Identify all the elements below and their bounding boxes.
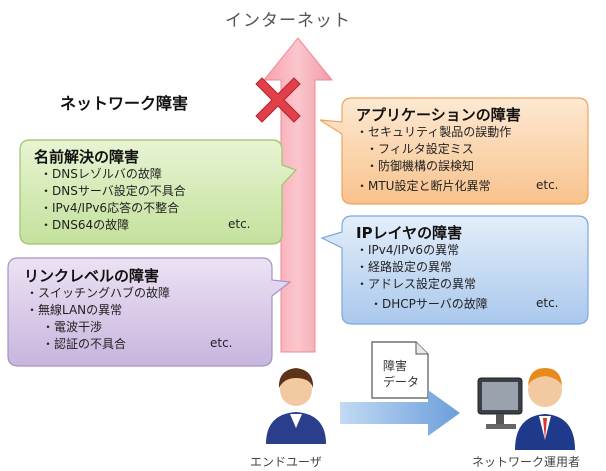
list-item: ・IPv4/IPv6応答の不整合 bbox=[40, 201, 180, 215]
document-label-line: 障害 bbox=[383, 359, 408, 373]
list-item: ・経路設定の異常 bbox=[356, 260, 453, 274]
callout-link-level-shape bbox=[7, 257, 292, 367]
network-operator-label: ネットワーク運用者 bbox=[472, 455, 581, 469]
document-icon bbox=[371, 341, 429, 399]
etc-label: etc. bbox=[228, 217, 251, 231]
list-item: ・電波干渉 bbox=[42, 320, 103, 334]
list-item: ・防御機構の誤検知 bbox=[366, 159, 475, 173]
list-item: ・DNS64の故障 bbox=[40, 218, 130, 232]
etc-label: etc. bbox=[210, 336, 233, 350]
callout-title: IPレイヤの障害 bbox=[356, 224, 463, 242]
etc-label: etc. bbox=[536, 296, 559, 310]
list-item: ・DNSサーバ設定の不具合 bbox=[40, 184, 186, 198]
right-arrow-icon bbox=[340, 390, 460, 436]
list-item: ・セキュリティ製品の誤動作 bbox=[356, 125, 512, 139]
user-icon bbox=[266, 368, 326, 444]
operator-icon bbox=[515, 368, 575, 450]
callout-title: リンクレベルの障害 bbox=[24, 267, 160, 285]
end-user-label: エンドユーザ bbox=[250, 455, 322, 469]
list-item: ・MTU設定と断片化異常 bbox=[356, 179, 491, 193]
callout-application-shape bbox=[319, 97, 589, 205]
list-item: ・フィルタ設定ミス bbox=[366, 142, 474, 156]
callout-title: アプリケーションの障害 bbox=[356, 106, 521, 124]
list-item: ・アドレス設定の異常 bbox=[356, 277, 477, 291]
internet-label: インターネット bbox=[225, 11, 351, 31]
list-item: ・DNSレゾルバの故障 bbox=[40, 167, 162, 181]
callout-ip-layer-shape bbox=[320, 215, 589, 325]
list-item: ・スイッチングハブの故障 bbox=[26, 286, 171, 300]
callout-name-resolution-shape bbox=[19, 139, 298, 245]
monitor-icon bbox=[477, 377, 523, 429]
upward-arrow bbox=[262, 37, 334, 353]
list-item: ・認証の不具合 bbox=[42, 337, 127, 351]
list-item: ・無線LANの異常 bbox=[26, 303, 123, 317]
document-label-line: データ bbox=[383, 375, 420, 389]
list-item: ・IPv4/IPv6の異常 bbox=[356, 243, 460, 257]
list-item: ・DHCPサーバの故障 bbox=[370, 297, 488, 311]
etc-label: etc. bbox=[536, 178, 559, 192]
network-fault-label: ネットワーク障害 bbox=[60, 94, 189, 113]
x-icon bbox=[255, 77, 301, 123]
callout-title: 名前解決の障害 bbox=[34, 148, 140, 166]
